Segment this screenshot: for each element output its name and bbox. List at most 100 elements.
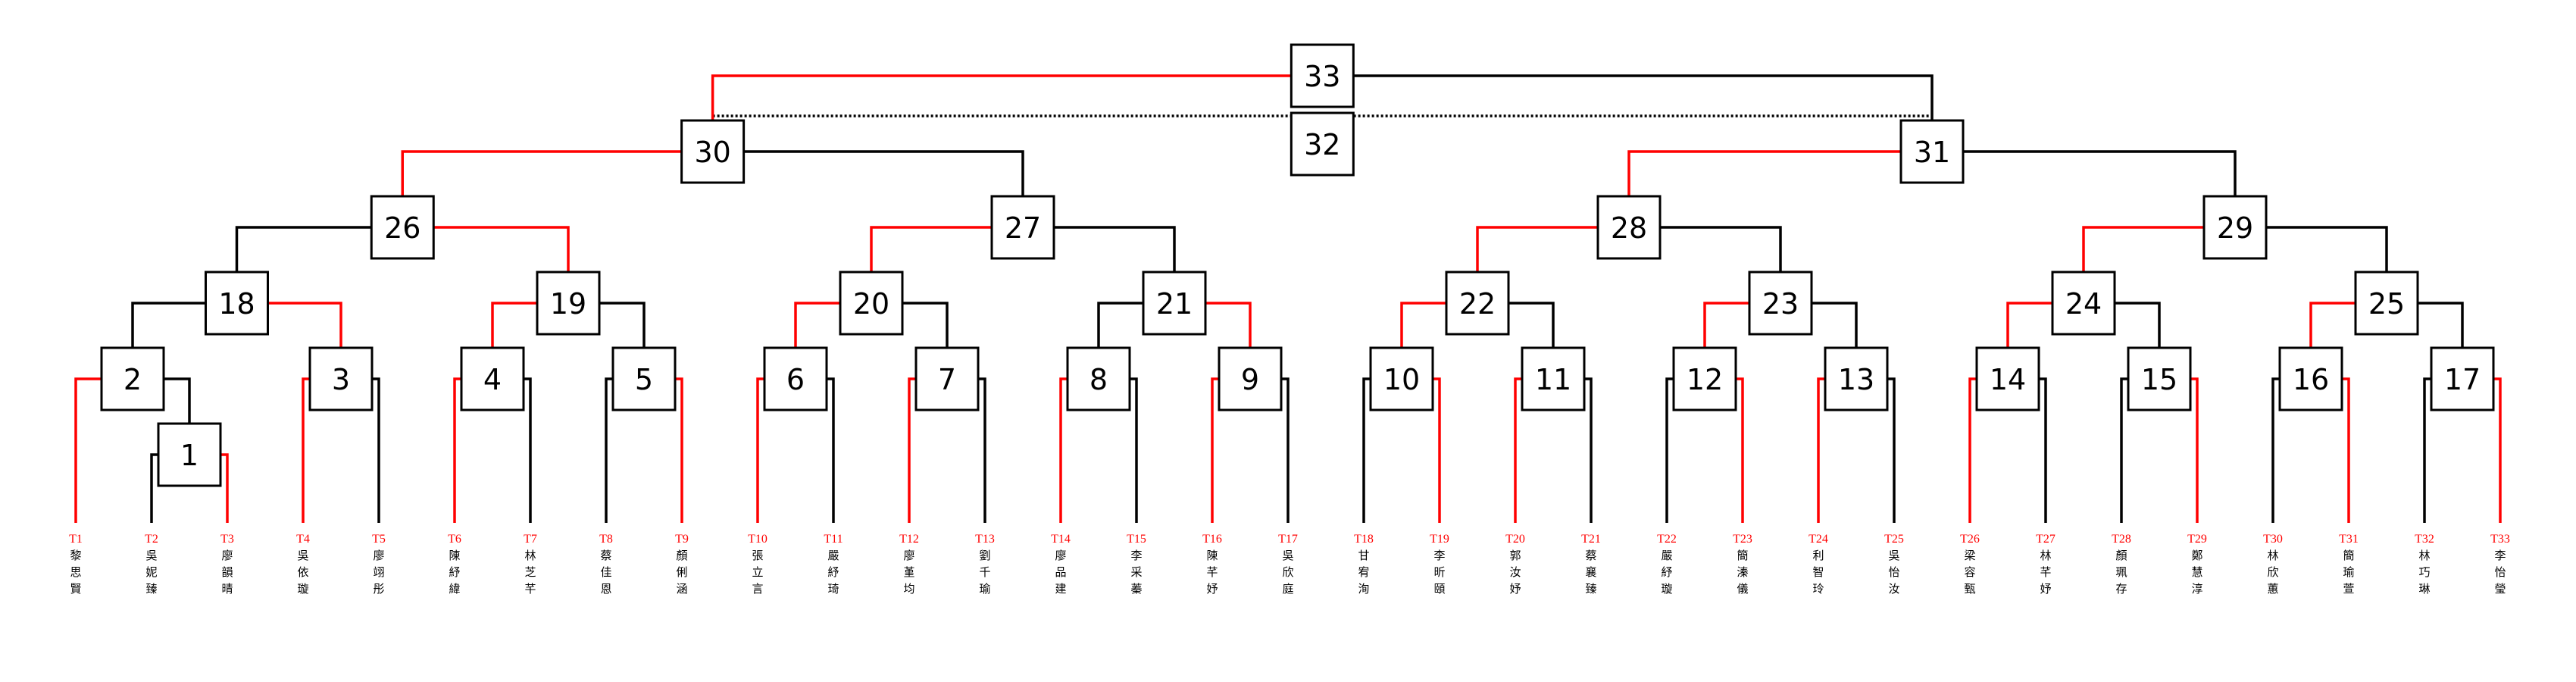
match-box-frame <box>205 271 269 336</box>
match-box-7: 7 <box>914 346 980 411</box>
team-seed-label: T11 <box>824 533 843 546</box>
team-name-char: 林 <box>524 549 536 562</box>
team-name-char: 嚴 <box>827 549 839 562</box>
match-box-frame <box>100 346 165 411</box>
team-seed-label: T27 <box>2036 533 2055 546</box>
match-box-30: 30 <box>680 119 746 184</box>
match-box-frame <box>2278 346 2343 411</box>
match-box-27: 27 <box>990 195 1055 260</box>
team-seed-label: T15 <box>1127 533 1146 546</box>
team-name-char: 廖 <box>373 549 384 562</box>
match-box-frame <box>1290 111 1355 177</box>
match-box-frame <box>157 422 222 487</box>
team-name-char: 甄 <box>1964 582 1975 596</box>
team-name-char: 顏 <box>2115 549 2127 562</box>
match-number: 23 <box>1762 287 1799 321</box>
match-number: 16 <box>2293 363 2329 396</box>
team-entry-T12: T12廖堇均廖堇均 <box>899 533 919 596</box>
match-box-10: 10 <box>1369 346 1434 411</box>
bracket-line-m29-right <box>2235 226 2388 272</box>
match-box-frame <box>308 346 374 411</box>
team-name-char: 芊 <box>2040 565 2051 579</box>
team-entry-T25: T25吳怡汝吳怡汝 <box>1884 533 1904 596</box>
team-name-char: 頤 <box>1433 582 1445 596</box>
team-name-char: 巧 <box>2418 565 2430 579</box>
match-box-31: 31 <box>1899 119 1965 184</box>
team-name-char: 璇 <box>297 582 308 596</box>
match-box-17: 17 <box>2430 346 2495 411</box>
team-seed-label: T16 <box>1202 533 1222 546</box>
bracket-line-m31-right <box>1932 150 2237 196</box>
bracket-line-m26-right-winner <box>402 226 570 272</box>
team-seed-label: T25 <box>1884 533 1904 546</box>
team-name-char: 蓁 <box>1130 582 1142 596</box>
team-name-char: 萱 <box>2343 582 2354 596</box>
team-entry-T23: T23簡溱儀簡溱儀 <box>1733 533 1752 596</box>
team-entry-T16: T16陳芊妤陳芊妤 <box>1202 533 1222 596</box>
match-box-4: 4 <box>460 346 525 411</box>
match-box-22: 22 <box>1445 271 1510 336</box>
team-name-char: 鄭 <box>2191 549 2202 562</box>
match-number: 2 <box>123 363 142 396</box>
team-name-char: 晴 <box>221 582 233 596</box>
match-box-12: 12 <box>1672 346 1737 411</box>
match-number: 26 <box>384 211 420 245</box>
team-name-char: 思 <box>70 565 81 579</box>
bracket-line-m18-right-winner <box>236 302 342 348</box>
team-name-char: 瑜 <box>2343 565 2354 579</box>
team-name-char: 林 <box>2040 549 2051 562</box>
team-seed-label: T13 <box>975 533 995 546</box>
match-number: 22 <box>1459 287 1496 321</box>
match-number: 32 <box>1304 128 1340 161</box>
match-box-frame <box>1824 346 1889 411</box>
match-number: 7 <box>938 363 956 396</box>
team-name-char: 存 <box>2115 582 2127 596</box>
match-box-23: 23 <box>1748 271 1813 336</box>
team-seed-label: T4 <box>296 533 310 546</box>
team-name-char: 庭 <box>1282 582 1293 596</box>
team-name-char: 林 <box>2267 549 2278 562</box>
team-name-char: 言 <box>752 582 763 596</box>
match-box-frame <box>1369 346 1434 411</box>
match-box-33: 33 <box>1290 43 1355 108</box>
team-entry-T24: T24利智玲利智玲 <box>1809 533 1828 596</box>
team-name-char: 智 <box>1812 565 1824 579</box>
team-name-char: 依 <box>297 565 308 579</box>
team-seed-label: T24 <box>1809 533 1828 546</box>
team-entry-T31: T31簡瑜萱簡瑜萱 <box>2339 533 2359 596</box>
team-name-char: 涵 <box>676 582 687 596</box>
match-box-6: 6 <box>763 346 828 411</box>
team-seed-label: T21 <box>1581 533 1601 546</box>
team-entry-T9: T9顏俐涵顏俐涵 <box>675 533 689 596</box>
team-seed-label: T32 <box>2415 533 2434 546</box>
team-entry-T3: T3廖韻晴廖韻晴 <box>220 533 234 596</box>
team-name-char: 怡 <box>1888 565 1899 579</box>
team-name-char: 妤 <box>1206 582 1218 596</box>
match-number: 5 <box>635 363 653 396</box>
bracket-line-m29-left-winner <box>2082 226 2235 272</box>
match-number: 19 <box>550 287 586 321</box>
team-entry-T1: T1黎思賢黎思賢 <box>69 533 83 596</box>
team-name-char: 劉 <box>979 549 990 562</box>
match-box-frame <box>1899 119 1965 184</box>
team-seed-label: T30 <box>2263 533 2283 546</box>
team-entry-T30: T30林欣蕙林欣蕙 <box>2263 533 2283 596</box>
match-number: 27 <box>1005 211 1041 245</box>
team-name-char: 品 <box>1055 565 1066 579</box>
team-seed-label: T2 <box>145 533 158 546</box>
bracket-line-m28-left-winner <box>1476 226 1629 272</box>
bracket-line-m28-right <box>1629 226 1782 272</box>
match-number: 4 <box>483 363 502 396</box>
team-name-char: 建 <box>1055 582 1066 596</box>
team-name-char: 妤 <box>1509 582 1521 596</box>
team-name-char: 臻 <box>145 582 157 596</box>
match-number: 6 <box>786 363 805 396</box>
team-entry-T33: T33李怡瑩李怡瑩 <box>2490 533 2510 596</box>
team-entry-T4: T4吳依璇吳依璇 <box>296 533 310 596</box>
team-seed-label: T22 <box>1657 533 1677 546</box>
team-name-char: 堇 <box>903 565 914 579</box>
team-name-char: 玲 <box>1812 582 1824 596</box>
match-box-5: 5 <box>611 346 677 411</box>
team-entry-T11: T11嚴紓琦嚴紓琦 <box>824 533 843 596</box>
